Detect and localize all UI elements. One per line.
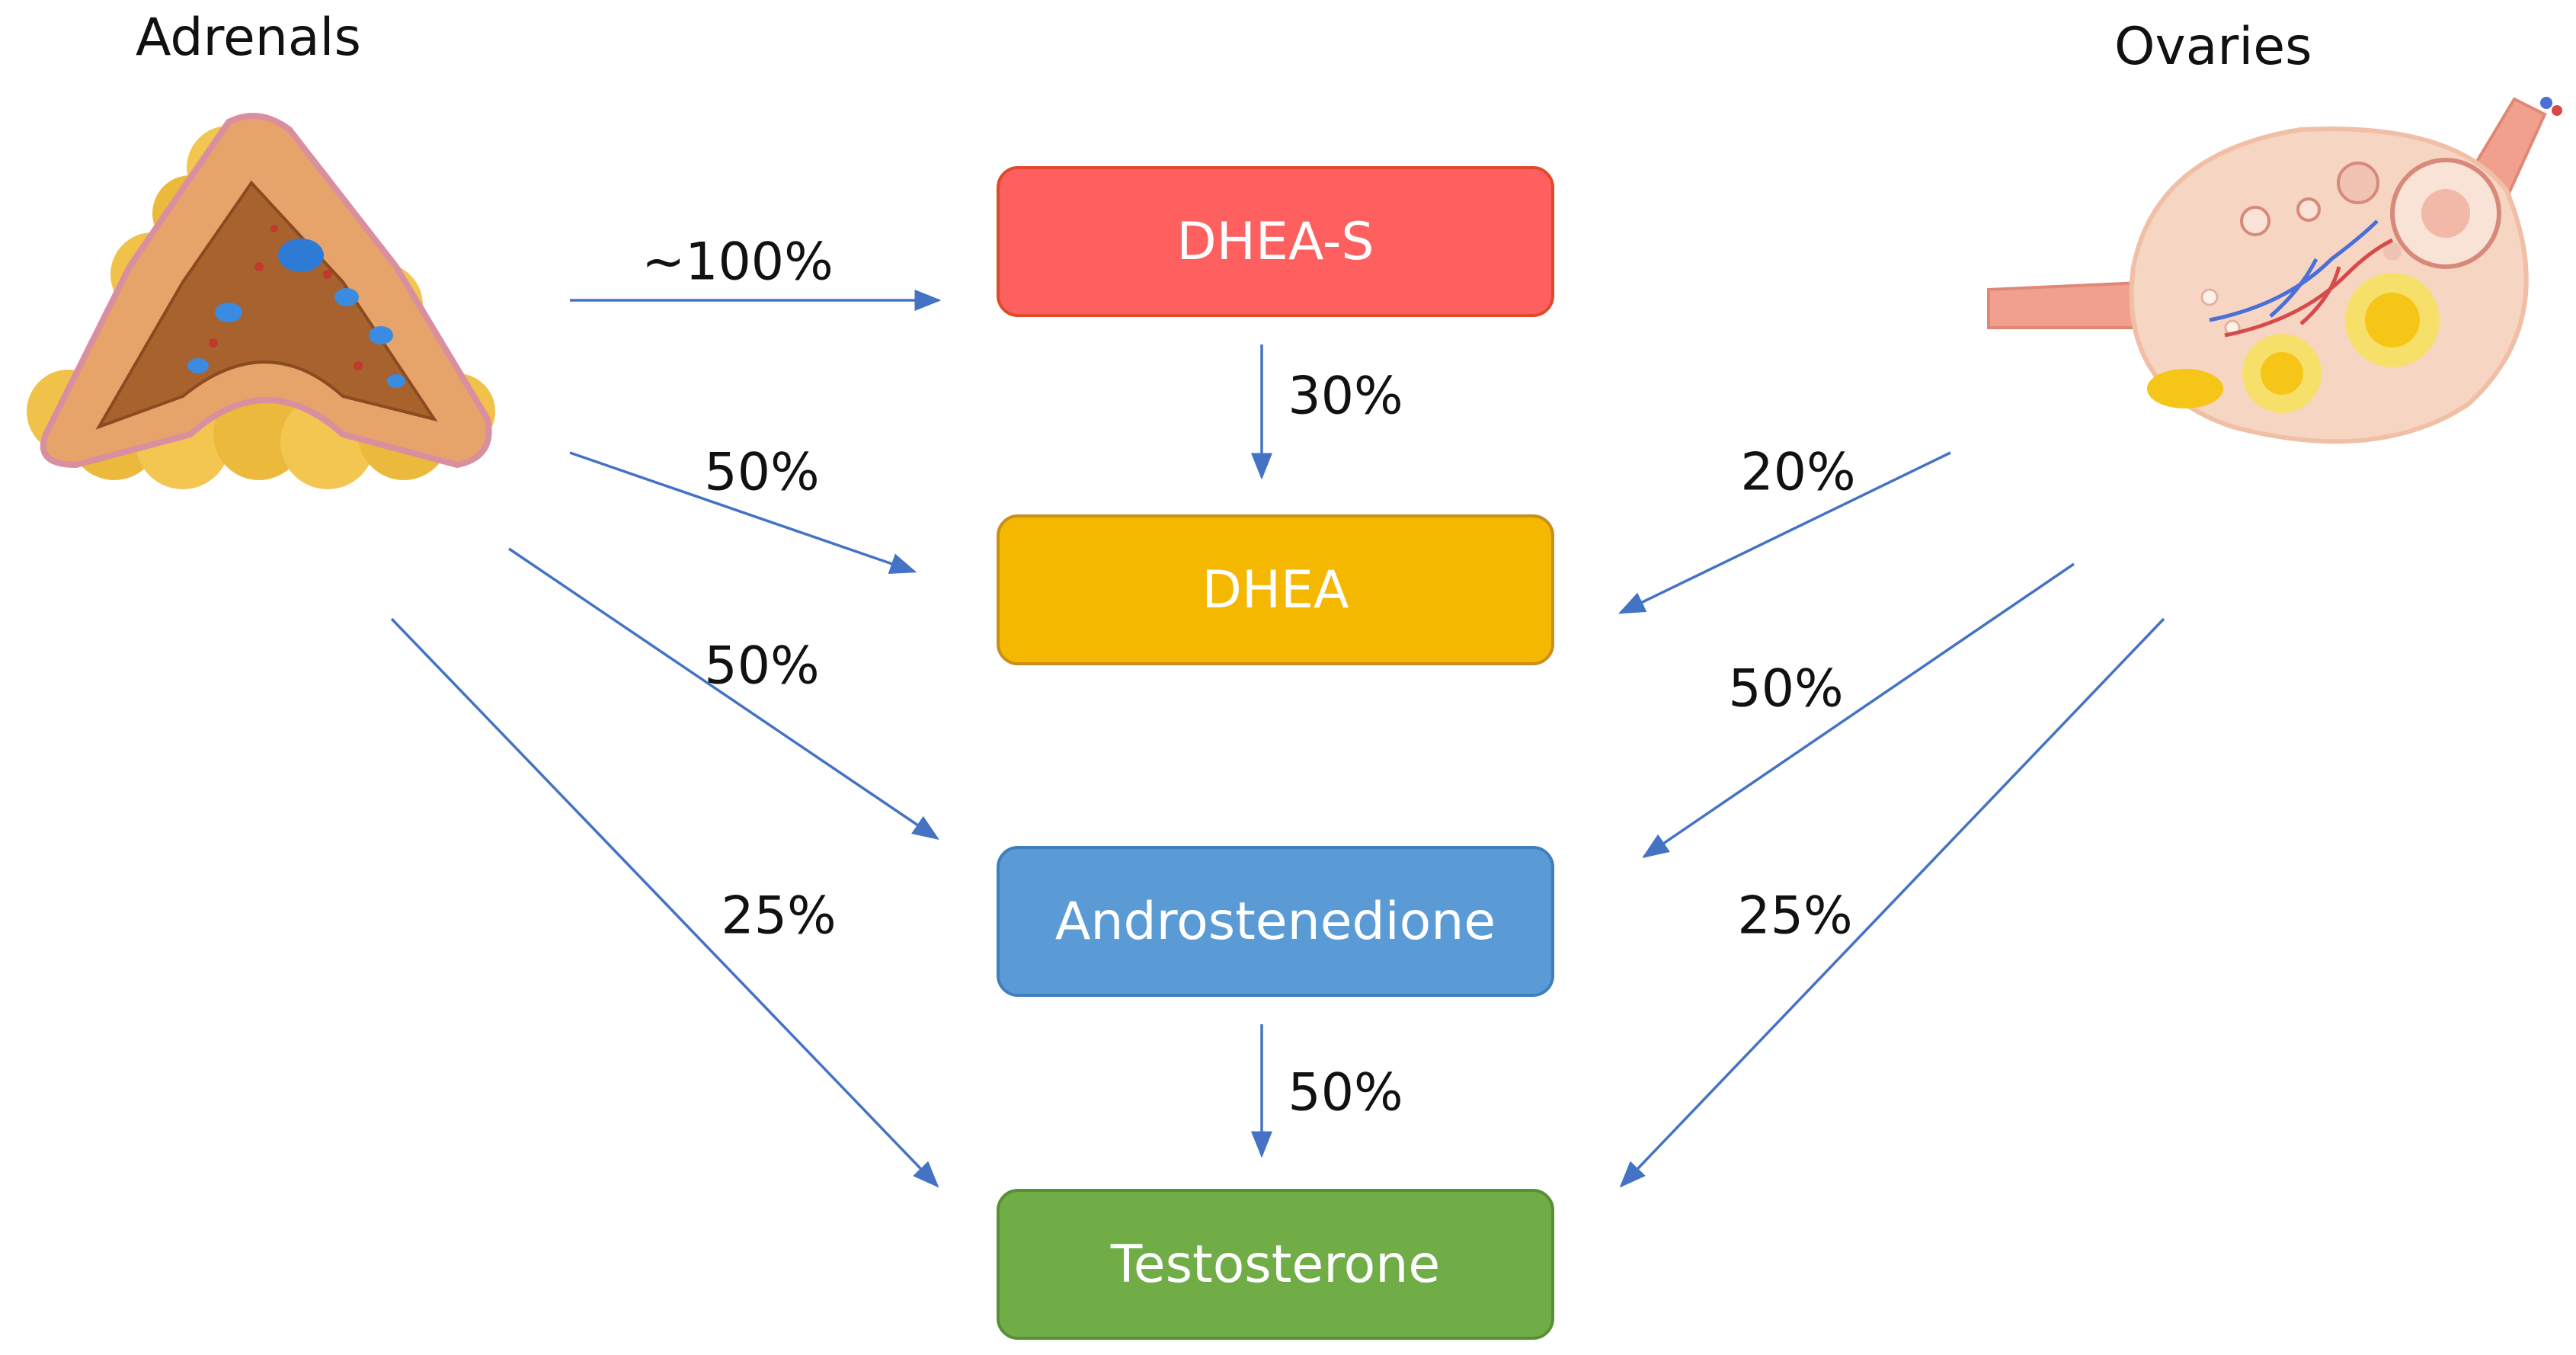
adrenal-gland-illustration bbox=[27, 113, 495, 489]
adrenals-label: Adrenals bbox=[136, 8, 361, 68]
arrow-adrenals-to-dhea bbox=[569, 451, 917, 574]
pct-ovaries-to-testosterone: 25% bbox=[1737, 886, 1853, 947]
pct-ovaries-to-androstenedione: 50% bbox=[1728, 658, 1844, 719]
pct-adrenals-to-testosterone: 25% bbox=[721, 886, 837, 947]
dhea-box: DHEA bbox=[997, 514, 1554, 665]
ovaries-label: Ovaries bbox=[2114, 17, 2312, 77]
dhea-s-box: DHEA-S bbox=[997, 166, 1554, 317]
androstenedione-label: Androstenedione bbox=[1054, 891, 1496, 952]
arrow-ovaries-to-androstenedione bbox=[1642, 562, 2075, 858]
arrow-adrenals-to-androstenedione bbox=[508, 547, 939, 840]
dhea-label: DHEA bbox=[1202, 559, 1349, 620]
pct-adrenals-to-androstenedione: 50% bbox=[704, 636, 820, 697]
pct-ovaries-to-dhea: 20% bbox=[1740, 442, 1856, 503]
arrow-adrenals-to-testosterone bbox=[390, 617, 939, 1188]
dhea-s-label: DHEA-S bbox=[1176, 211, 1374, 272]
testosterone-box: Testosterone bbox=[997, 1189, 1554, 1340]
pct-androstenedione-to-testosterone: 50% bbox=[1288, 1062, 1403, 1123]
testosterone-label: Testosterone bbox=[1110, 1234, 1441, 1295]
arrow-ovaries-to-testosterone bbox=[1619, 617, 2165, 1188]
ovary-illustration bbox=[1987, 97, 2562, 444]
ovary-blood-vessels bbox=[2209, 219, 2394, 338]
adrenal-medulla bbox=[95, 180, 438, 430]
adrenal-vessels bbox=[187, 225, 405, 388]
arrow-ovaries-to-dhea bbox=[1618, 451, 1951, 614]
pct-adrenals-to-dhea-s: ~100% bbox=[642, 232, 834, 293]
androstenedione-box: Androstenedione bbox=[997, 846, 1554, 997]
pct-adrenals-to-dhea: 50% bbox=[704, 442, 820, 503]
pct-dhea-s-to-dhea: 30% bbox=[1288, 366, 1403, 427]
ovary-follicles bbox=[2147, 158, 2501, 413]
